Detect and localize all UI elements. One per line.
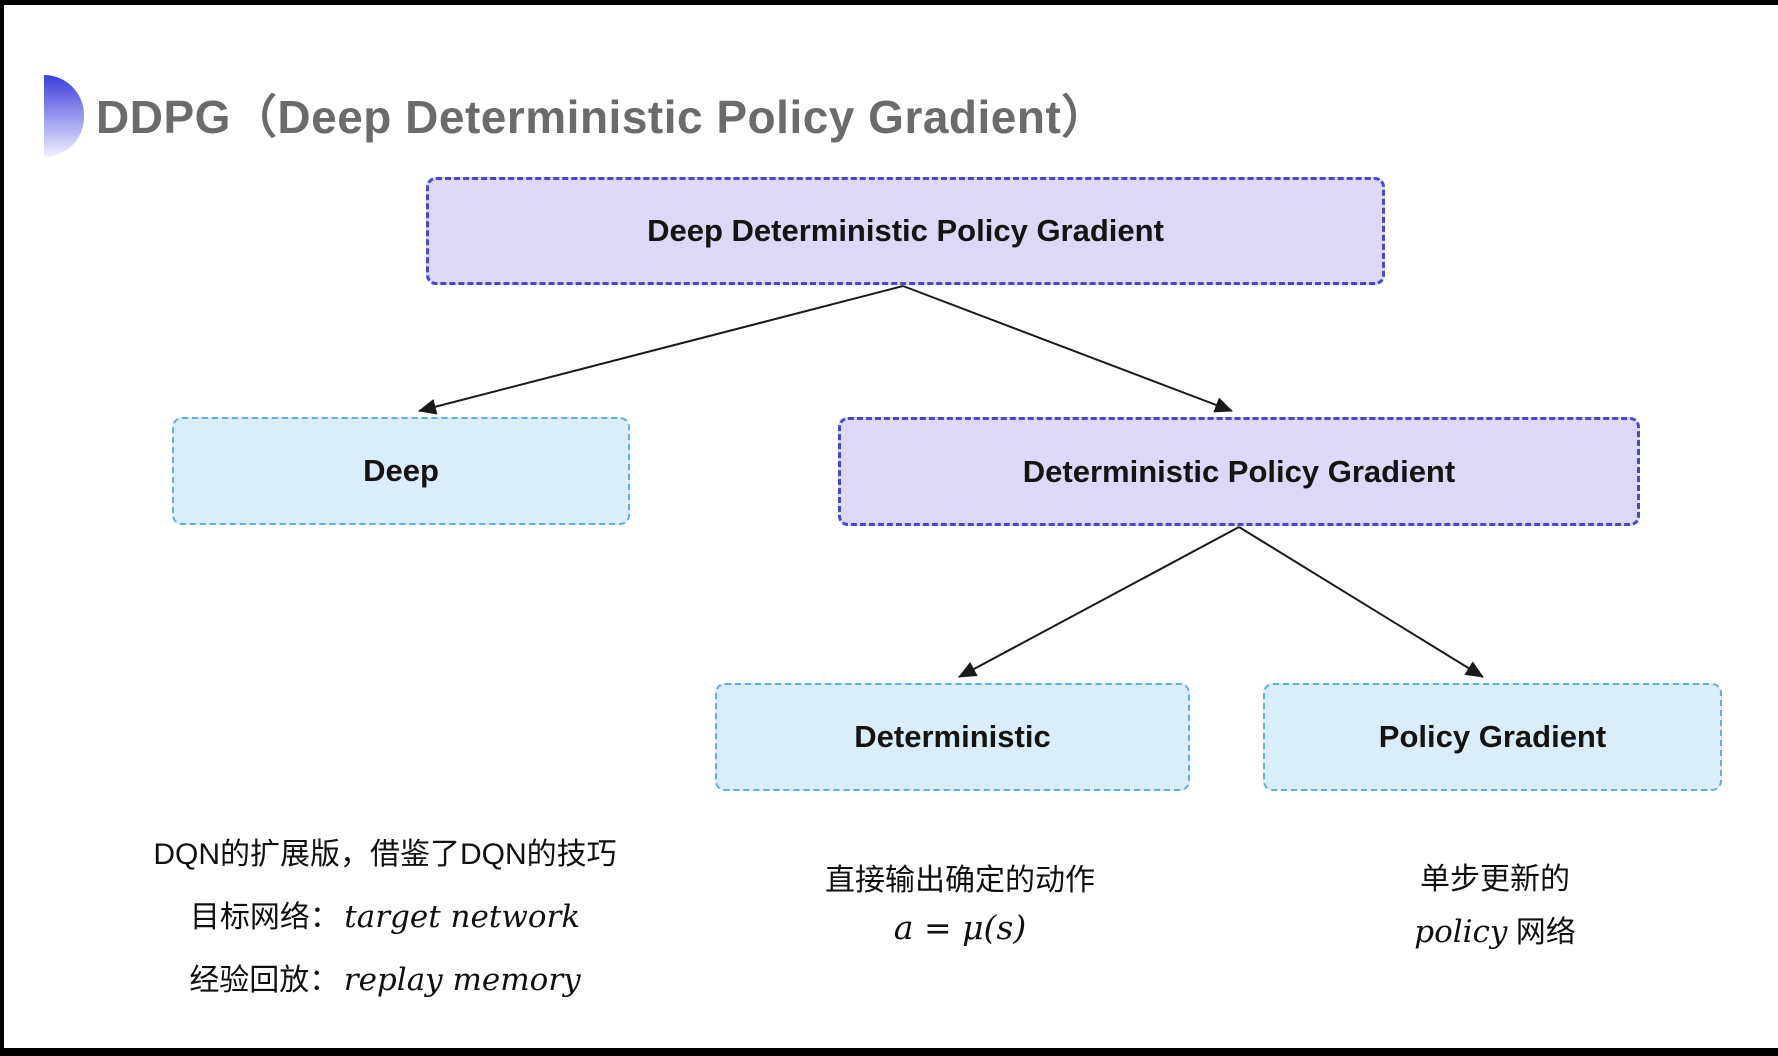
page-title: DDPG（Deep Deterministic Policy Gradient） (96, 91, 1108, 143)
annotation-label: 目标网络： (189, 901, 340, 934)
node-deterministic-policy-gradient: Deterministic Policy Gradient (838, 417, 1640, 526)
annotation-label: 网络 (1507, 916, 1576, 949)
annotation-line-single-step: 单步更新的 (1420, 863, 1570, 896)
node-deterministic: Deterministic (715, 683, 1190, 791)
deep-annotation: DQN的扩展版，借鉴了DQN的技巧 目标网络： target network 经… (120, 829, 650, 999)
annotation-line-dqn: DQN的扩展版，借鉴了DQN的技巧 (153, 838, 617, 871)
annotation-term: policy (1414, 914, 1508, 950)
annotation-line-replay-memory: 经验回放： replay memory (189, 955, 580, 999)
node-deep: Deep (172, 417, 630, 525)
arrow-dpg-to-deterministic (958, 526, 1240, 678)
node-label: Deterministic (854, 719, 1051, 754)
annotation-line-action: 直接输出确定的动作 (825, 864, 1095, 897)
node-policy-gradient: Policy Gradient (1263, 683, 1722, 791)
slide-canvas: DDPG（Deep Deterministic Policy Gradient）… (4, 5, 1778, 1048)
deterministic-annotation: 直接输出确定的动作 a = μ(s) (755, 855, 1165, 947)
annotation-term: replay memory (343, 962, 581, 998)
node-label: Deep Deterministic Policy Gradient (647, 213, 1164, 248)
annotation-label: 经验回放： (189, 964, 340, 997)
policy-gradient-annotation: 单步更新的 policy 网络 (1290, 854, 1700, 951)
node-deep-deterministic-policy-gradient: Deep Deterministic Policy Gradient (426, 177, 1385, 285)
arrow-dpg-to-policy-gradient (1238, 526, 1484, 678)
title-bullet-icon (44, 75, 84, 157)
annotation-line-target-network: 目标网络： target network (190, 892, 580, 936)
node-label: Policy Gradient (1378, 719, 1607, 754)
node-label: Deterministic Policy Gradient (1022, 453, 1456, 489)
annotation-formula: a = μ(s) (893, 908, 1027, 947)
node-label: Deep (363, 453, 439, 488)
arrow-root-to-deep (418, 285, 904, 415)
arrow-root-to-dpg (902, 285, 1233, 413)
annotation-line-policy-network: policy 网络 (1414, 907, 1576, 951)
annotation-term: target network (344, 899, 581, 935)
